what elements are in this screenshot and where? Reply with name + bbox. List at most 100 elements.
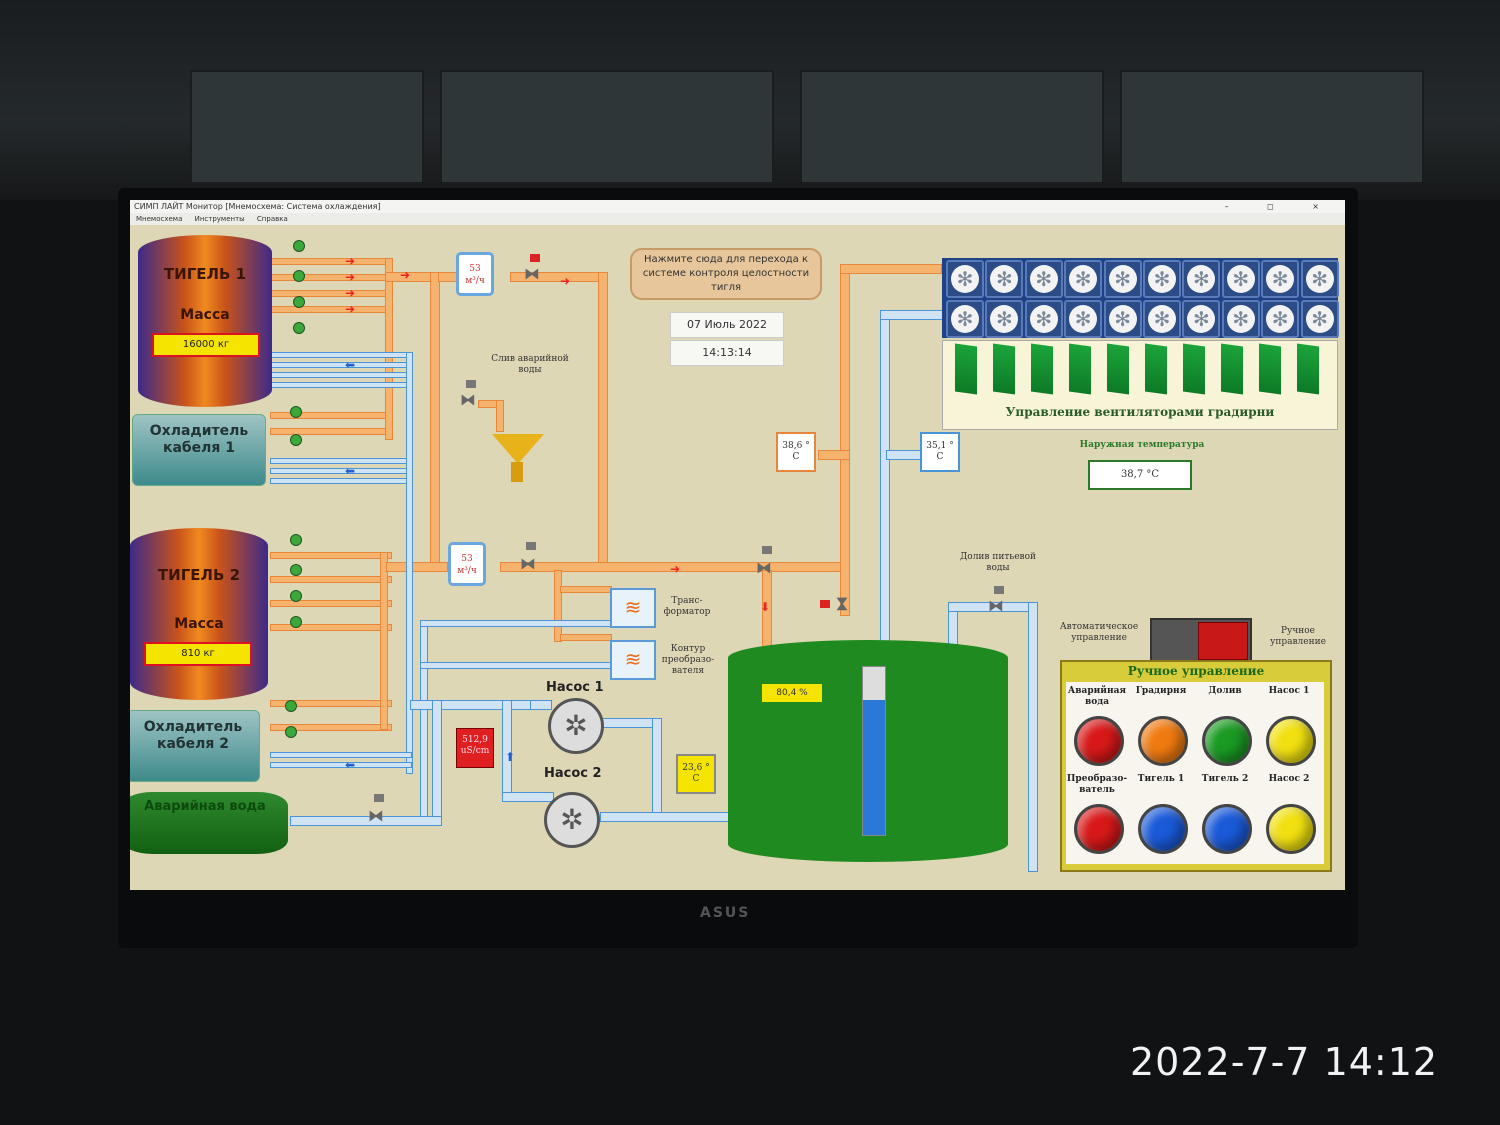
fan-flap-icon[interactable] (1107, 343, 1129, 395)
cable-cooler-2[interactable]: Охладитель кабеля 2 (130, 710, 260, 782)
heat-exchanger-icon: ≋ (610, 640, 656, 680)
cold-pipe (880, 310, 944, 320)
fan-flap-icon[interactable] (1221, 343, 1243, 395)
cooling-fan-icon[interactable]: ✻ (1103, 260, 1142, 298)
valve-icon[interactable]: ⧓ (988, 596, 1004, 615)
cooling-fan-icon[interactable]: ✻ (1103, 300, 1142, 338)
manual-control-button[interactable] (1074, 716, 1124, 766)
fan-flap-icon[interactable] (1069, 343, 1091, 395)
manual-control-button[interactable] (1138, 716, 1188, 766)
fan-flap-icon[interactable] (1145, 343, 1167, 395)
manual-button-label: Насос 1 (1268, 686, 1310, 696)
flow-top-value: 53 (469, 264, 481, 274)
emergency-water-tank[interactable]: Аварийная вода (130, 792, 288, 854)
fan-blade-icon: ✻ (1069, 265, 1098, 293)
cooling-fan-icon[interactable]: ✻ (1143, 260, 1181, 298)
manual-control-button[interactable] (1202, 804, 1252, 854)
hot-pipe (270, 306, 392, 313)
status-indicator (290, 564, 302, 576)
cold-pipe (270, 362, 412, 368)
heat-exchanger-icon: ≋ (610, 588, 656, 628)
fan-flap-icon[interactable] (1031, 343, 1053, 395)
fan-blade-icon: ✻ (1305, 305, 1334, 333)
fan-flap-icon[interactable] (1297, 343, 1319, 395)
fan-flap-icon[interactable] (1259, 343, 1281, 395)
cable-cooler-1[interactable]: Охладитель кабеля 1 (132, 414, 266, 486)
manual-control-button[interactable] (1074, 804, 1124, 854)
menu-item-mnemo[interactable]: Мнемосхема (136, 215, 183, 223)
fan-blade-icon: ✻ (990, 265, 1019, 293)
cooling-fan-icon[interactable]: ✻ (946, 300, 984, 338)
cooling-fan-icon[interactable]: ✻ (1143, 300, 1181, 338)
valve-icon[interactable]: ⧓ (756, 558, 772, 577)
cold-pipe (652, 718, 662, 820)
cold-pipe (1028, 602, 1038, 872)
hot-pipe (496, 400, 504, 432)
fan-blade-icon: ✻ (1226, 265, 1255, 293)
photo-timestamp: 2022-7-7 14:12 (1130, 1040, 1439, 1084)
cooling-fan-icon[interactable]: ✻ (1300, 260, 1339, 298)
manual-control-button[interactable] (1266, 804, 1316, 854)
status-indicator (293, 296, 305, 308)
manual-control-button[interactable] (1138, 804, 1188, 854)
valve-icon[interactable]: ⧓ (460, 390, 476, 409)
tank-level-gauge (862, 666, 886, 836)
crucible-integrity-link[interactable]: Нажмите сюда для перехода к системе конт… (630, 248, 822, 300)
transformer-label: Транс-форматор (663, 596, 711, 617)
crucible-2[interactable]: ТИГЕЛЬ 2 Масса 810 кг (130, 528, 268, 700)
cold-pipe (420, 620, 428, 822)
minimize-button[interactable]: – (1224, 202, 1247, 211)
cooling-fan-icon[interactable]: ✻ (1261, 300, 1300, 338)
close-button[interactable]: × (1312, 202, 1337, 211)
cooling-fan-icon[interactable]: ✻ (1064, 260, 1103, 298)
cooling-fan-icon[interactable]: ✻ (1221, 260, 1260, 298)
cooling-fan-icon[interactable]: ✻ (985, 300, 1024, 338)
valve-icon[interactable]: ⧓ (520, 554, 536, 573)
mode-switch[interactable] (1150, 618, 1252, 662)
pump-1-icon[interactable]: ✲ (548, 698, 604, 754)
manual-mode-label: Ручное управление (1270, 626, 1326, 647)
cold-pipe (270, 752, 412, 758)
cooling-fan-icon[interactable]: ✻ (1024, 260, 1063, 298)
maximize-button[interactable]: ◻ (1267, 202, 1292, 211)
fan-control-panel: Управление вентиляторами градирни (942, 340, 1338, 430)
cooling-fan-icon[interactable]: ✻ (985, 260, 1024, 298)
crucible-1[interactable]: ТИГЕЛЬ 1 Масса 16000 кг (138, 235, 272, 407)
flow-arrow: ➜ (400, 268, 411, 282)
menu-item-help[interactable]: Справка (256, 215, 288, 223)
scada-screen: СИМП ЛАЙТ Монитор [Мнемосхема: Система о… (130, 200, 1345, 890)
status-indicator (290, 534, 302, 546)
fan-blade-icon: ✻ (1305, 265, 1334, 293)
status-indicator (293, 322, 305, 334)
cooling-fan-icon[interactable]: ✻ (1300, 300, 1339, 338)
flow-arrow: ⬇ (760, 600, 771, 614)
fan-flap-icon[interactable] (955, 343, 977, 395)
cooling-fan-icon[interactable]: ✻ (1182, 300, 1221, 338)
cooling-fan-icon[interactable]: ✻ (1221, 300, 1260, 338)
crucible-1-mass-value: 16000 кг (152, 333, 260, 357)
cold-pipe (270, 762, 412, 768)
pump-2-icon[interactable]: ✲ (544, 792, 600, 848)
fan-blade-icon: ✻ (1187, 265, 1216, 293)
cold-pipe (406, 352, 413, 774)
fan-flap-icon[interactable] (993, 343, 1015, 395)
cooling-fan-icon[interactable]: ✻ (1261, 260, 1300, 298)
outdoor-temp-value: 38,7 °С (1088, 460, 1192, 490)
cooling-fan-icon[interactable]: ✻ (1182, 260, 1221, 298)
cooling-fan-icon[interactable]: ✻ (946, 260, 984, 298)
valve-icon[interactable]: ⧓ (368, 806, 384, 825)
manual-control-button[interactable] (1202, 716, 1252, 766)
cooling-fan-icon[interactable]: ✻ (1064, 300, 1103, 338)
menu-item-tools[interactable]: Инструменты (194, 215, 245, 223)
window-controls: – ◻ × (1225, 200, 1337, 213)
hot-pipe (560, 634, 612, 641)
cooling-fan-icon[interactable]: ✻ (1024, 300, 1063, 338)
flow-meter-bottom: 53 м³/ч (448, 542, 486, 586)
cold-pipe (290, 816, 442, 826)
valve-icon[interactable]: ⧓ (833, 596, 852, 612)
manual-control-button[interactable] (1266, 716, 1316, 766)
fan-flap-icon[interactable] (1183, 343, 1205, 395)
hot-pipe (270, 700, 392, 707)
valve-icon[interactable]: ⧓ (524, 264, 540, 283)
